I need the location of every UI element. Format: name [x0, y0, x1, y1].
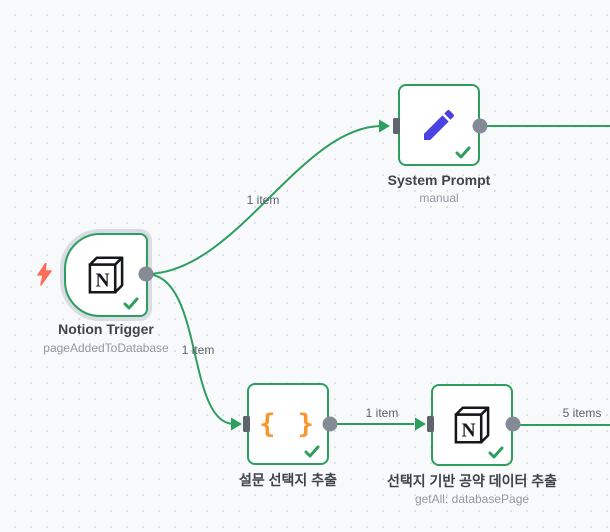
node-label-notion-trigger: Notion Trigger	[58, 321, 154, 337]
notion-icon: N	[454, 406, 490, 444]
node-survey-choice-extract[interactable]: { }	[247, 383, 329, 465]
arrowhead-icon	[415, 417, 426, 431]
connection-label: 5 items	[562, 406, 602, 420]
connection-label: 1 item	[246, 193, 280, 207]
arrowhead-icon	[231, 417, 242, 431]
pencil-icon	[424, 109, 455, 140]
node-label-system-prompt: System Prompt	[387, 172, 491, 188]
notion-icon: N	[88, 256, 124, 294]
node-subtitle-system-prompt: manual	[419, 191, 459, 205]
svg-text:N: N	[95, 271, 109, 292]
node-label-survey-choice-extract: 설문 선택지 추출	[239, 472, 337, 488]
node-notion-trigger[interactable]: N	[64, 233, 148, 317]
arrowhead-icon	[379, 119, 390, 133]
connection-label: 1 item	[181, 343, 215, 357]
node-pledge-data-extract[interactable]: N	[431, 384, 513, 466]
node-label-pledge-data-extract: 선택지 기반 공약 데이터 추출	[386, 473, 558, 489]
success-check-icon	[455, 146, 471, 159]
svg-text:N: N	[461, 421, 475, 442]
node-subtitle-notion-trigger: pageAddedToDatabase	[43, 341, 169, 355]
connection-label: 1 item	[365, 406, 399, 420]
success-check-icon	[304, 445, 320, 458]
trigger-bolt-icon	[37, 263, 52, 286]
braces-icon: { }	[259, 408, 317, 440]
node-system-prompt[interactable]	[398, 84, 480, 166]
node-subtitle-pledge-data-extract: getAll: databasePage	[414, 492, 530, 506]
success-check-icon	[488, 446, 504, 459]
success-check-icon	[123, 297, 139, 310]
